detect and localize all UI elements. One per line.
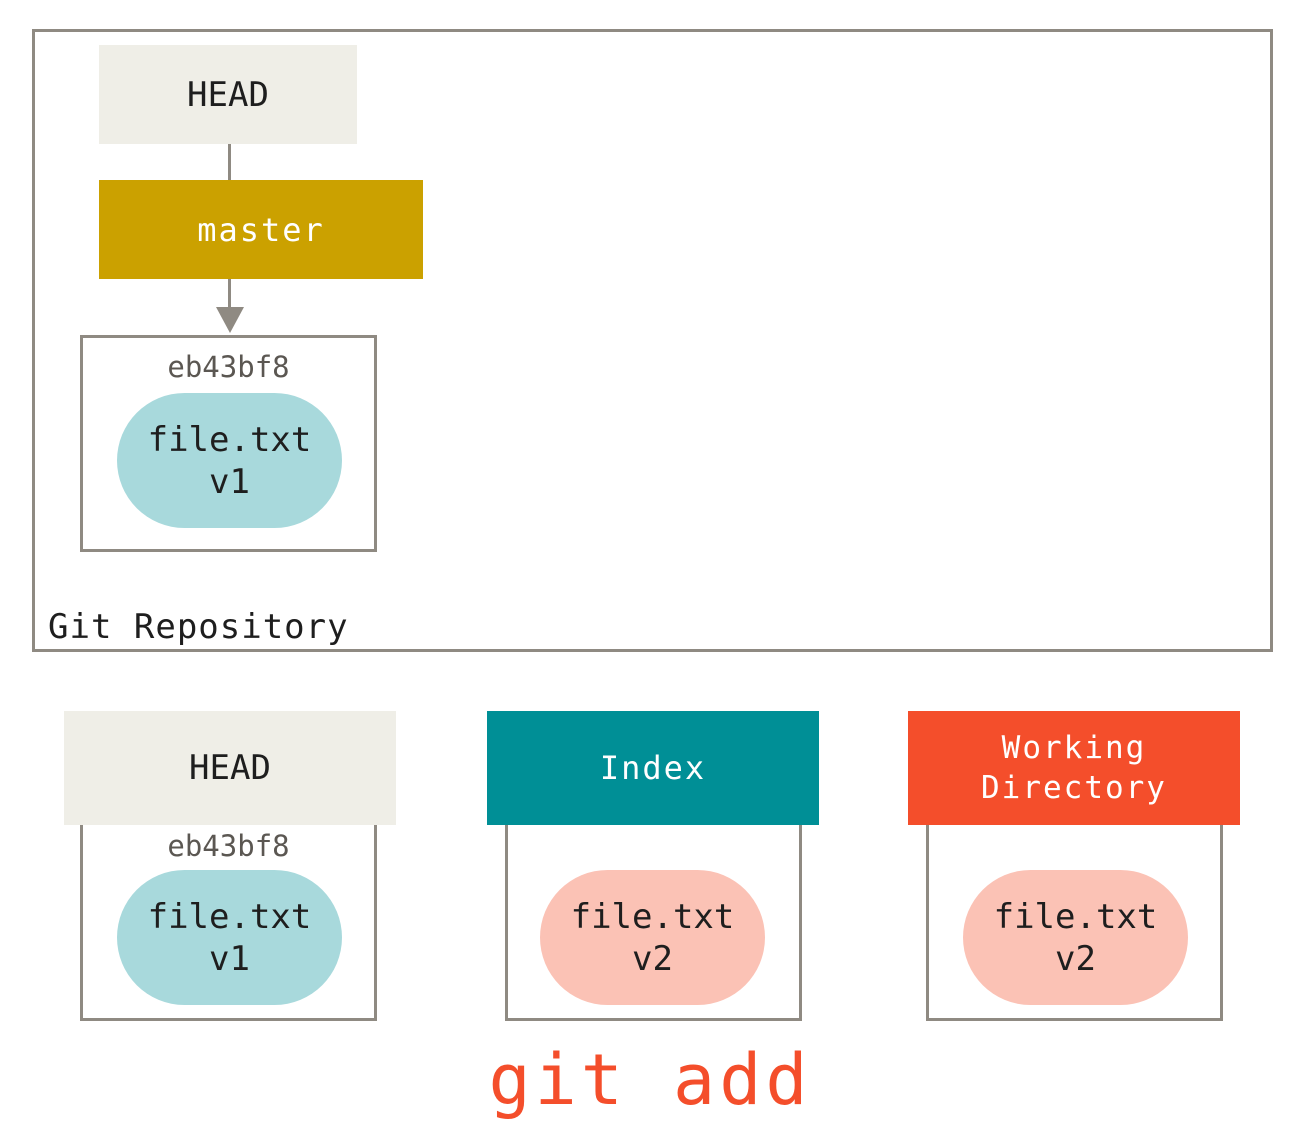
repo-commit-sha: eb43bf8 — [167, 350, 290, 384]
repo-blob-file-version: v1 — [209, 461, 250, 502]
git-add-command: git add — [488, 1039, 812, 1121]
working-directory-tree-blob: file.txt v2 — [963, 870, 1188, 1005]
head-to-master-connector — [228, 144, 231, 180]
master-to-commit-arrow-line — [228, 279, 231, 309]
index-tree-blob: file.txt v2 — [540, 870, 765, 1005]
index-blob-file-name: file.txt — [570, 896, 735, 937]
repo-blob-file-name: file.txt — [147, 419, 312, 460]
working-directory-header-line1: Working — [1001, 730, 1147, 766]
head-blob-file-name: file.txt — [147, 896, 312, 937]
git-repository-frame — [32, 29, 1273, 652]
head-tree-blob: file.txt v1 — [117, 870, 342, 1005]
working-directory-tree-header: Working Directory — [908, 711, 1240, 825]
head-tree-header: HEAD — [64, 711, 396, 825]
master-to-commit-arrow-head — [216, 307, 244, 333]
working-directory-blob-file-version: v2 — [1055, 938, 1096, 979]
working-directory-header-line2: Directory — [981, 770, 1167, 806]
index-tree-header: Index — [487, 711, 819, 825]
master-branch-ref: master — [99, 180, 423, 279]
repo-head-ref: HEAD — [99, 45, 357, 144]
repo-commit-blob: file.txt v1 — [117, 393, 342, 528]
git-repository-label: Git Repository — [48, 607, 349, 647]
head-blob-file-version: v1 — [209, 938, 250, 979]
working-directory-blob-file-name: file.txt — [993, 896, 1158, 937]
head-tree-sha: eb43bf8 — [167, 829, 290, 863]
index-blob-file-version: v2 — [632, 938, 673, 979]
